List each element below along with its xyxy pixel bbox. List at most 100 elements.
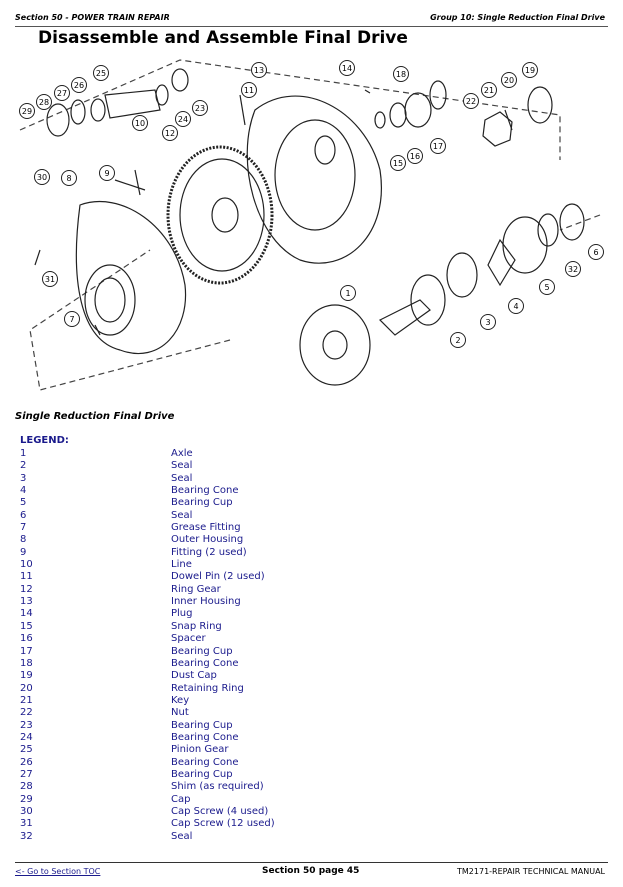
legend-number: 17 <box>20 645 33 657</box>
callout-31: 31 <box>42 271 58 287</box>
legend-description: Bearing Cone <box>171 756 239 768</box>
callout-13: 13 <box>251 62 267 78</box>
callout-label: 17 <box>433 142 443 151</box>
legend-number: 14 <box>20 608 33 620</box>
legend-row: 23 Bearing Cup <box>20 719 233 732</box>
callout-10: 10 <box>132 115 148 131</box>
callout-label: 1 <box>345 289 350 298</box>
callout-32: 32 <box>565 261 581 277</box>
callout-label: 24 <box>178 115 188 124</box>
legend-number: 31 <box>20 818 33 830</box>
legend-description: Bearing Cup <box>171 645 233 657</box>
callout-label: 23 <box>195 104 205 113</box>
legend-description: Bearing Cup <box>171 768 233 780</box>
legend-row: 5 Bearing Cup <box>20 497 233 509</box>
callout-23: 23 <box>192 100 208 116</box>
legend-description: Key <box>171 694 190 706</box>
legend-description: Dust Cap <box>171 670 217 682</box>
legend-description: Seal <box>171 509 193 521</box>
callout-label: 27 <box>57 89 67 98</box>
legend-number: 8 <box>20 534 27 546</box>
legend-number: 5 <box>20 497 27 509</box>
section-toc-link[interactable]: <- Go to Section TOC <box>15 867 101 876</box>
legend-number: 29 <box>20 793 33 805</box>
legend-description: Cap Screw (12 used) <box>171 818 275 830</box>
legend-number: 19 <box>20 670 33 682</box>
inner-housing <box>246 95 382 264</box>
legend-row: 19 Dust Cap <box>20 670 217 682</box>
header-divider <box>15 26 608 27</box>
legend-description: Pinion Gear <box>171 744 229 756</box>
legend-row: 31 Cap Screw (12 used) <box>20 818 275 830</box>
legend-number: 18 <box>20 657 33 669</box>
callout-label: 4 <box>513 302 518 311</box>
legend-description: Bearing Cone <box>171 485 239 497</box>
callout-label: 11 <box>244 86 254 95</box>
callout-label: 7 <box>69 315 74 324</box>
legend-description: Dowel Pin (2 used) <box>171 571 265 583</box>
callout-label: 28 <box>39 98 49 107</box>
callout-20: 20 <box>501 72 517 88</box>
manual-name: TM2171-REPAIR TECHNICAL MANUAL <box>457 867 605 876</box>
legend-description: Bearing Cup <box>171 719 233 731</box>
ring-gear <box>166 145 274 285</box>
callout-16: 16 <box>407 148 423 164</box>
callout-label: 15 <box>393 159 403 168</box>
callout-label: 10 <box>135 119 145 128</box>
legend-description: Spacer <box>171 633 206 645</box>
legend-description: Outer Housing <box>171 534 244 546</box>
legend-description: Bearing Cup <box>171 497 233 509</box>
axle <box>378 299 431 336</box>
legend-number: 10 <box>20 559 33 571</box>
legend-description: Cap <box>171 793 191 805</box>
callout-label: 13 <box>254 66 264 75</box>
callout-8: 8 <box>61 170 77 186</box>
legend-number: 12 <box>20 583 33 595</box>
callout-24: 24 <box>175 111 191 127</box>
legend-description: Seal <box>171 830 193 842</box>
legend-number: 27 <box>20 768 33 780</box>
callout-label: 32 <box>568 265 578 274</box>
legend-description: Line <box>171 559 192 571</box>
callout-11: 11 <box>241 82 257 98</box>
legend-row: 29 Cap <box>20 793 190 806</box>
callout-label: 3 <box>485 318 490 327</box>
callout-14: 14 <box>339 60 355 76</box>
callout-4: 4 <box>508 298 524 314</box>
callout-29: 29 <box>19 103 35 119</box>
callout-7: 7 <box>64 311 80 327</box>
legend-number: 32 <box>20 830 33 842</box>
callout-label: 2 <box>455 336 460 345</box>
legend-number: 23 <box>20 719 33 731</box>
callout-19: 19 <box>522 62 538 78</box>
legend-row: 6 Seal <box>20 509 192 522</box>
figure-caption: Single Reduction Final Drive <box>15 411 175 422</box>
legend-row: 10 Line <box>20 559 192 571</box>
footer-divider <box>15 862 608 863</box>
legend-number: 25 <box>20 744 33 756</box>
legend-number: 15 <box>20 620 33 632</box>
legend-number: 4 <box>20 485 27 497</box>
callout-27: 27 <box>54 85 70 101</box>
callout-17: 17 <box>430 138 446 154</box>
legend-row: 17 Bearing Cup <box>20 645 233 658</box>
outer-housing <box>75 200 187 355</box>
legend-number: 6 <box>20 509 27 521</box>
legend-number: 11 <box>20 571 33 583</box>
callout-label: 12 <box>165 129 175 138</box>
legend-number: 28 <box>20 781 33 793</box>
legend-number: 20 <box>20 682 33 694</box>
callout-25: 25 <box>93 65 109 81</box>
